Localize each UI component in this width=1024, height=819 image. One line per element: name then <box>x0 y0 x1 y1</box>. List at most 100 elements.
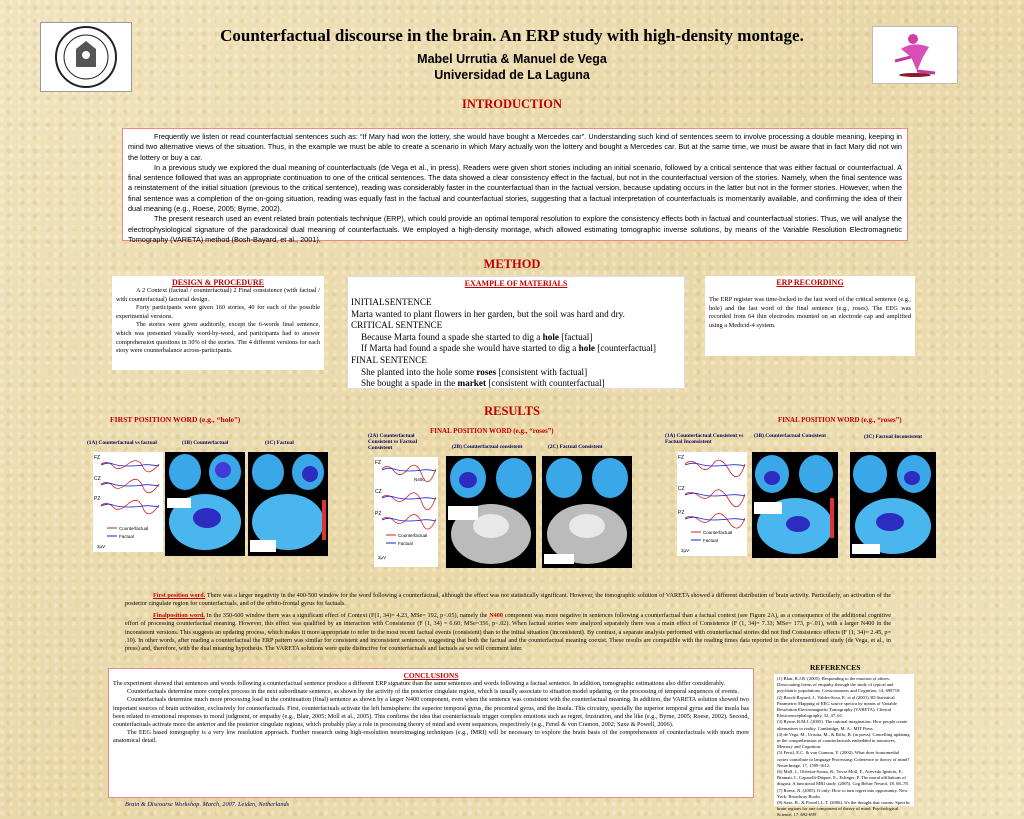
example-line: INITIALSENTENCE <box>351 297 681 309</box>
introduction-heading: INTRODUCTION <box>461 97 562 111</box>
legend-factual: Factual <box>703 538 718 543</box>
channel-label: CZ <box>375 489 382 495</box>
results-final-text-a: In the 350-600 window there was a signif… <box>204 611 490 619</box>
label-2a: (2A) Counterfactual Consistent vs Factua… <box>368 433 418 451</box>
example-line-keyword: roses <box>476 366 497 377</box>
brain-tomography-2b <box>446 456 536 568</box>
method-heading: METHOD <box>483 257 541 271</box>
results-text: First position word. There was a larger … <box>125 592 891 654</box>
example-line-text: CRITICAL SENTENCE <box>351 320 443 331</box>
design-box: DESIGN & PROCEDURE A 2 Context (factual … <box>112 276 324 370</box>
channel-label: PZ <box>678 510 684 516</box>
brain-tomography-3c <box>850 452 936 558</box>
channel-label: PZ <box>375 511 381 517</box>
intro-paragraph: Frequently we listen or read counterfact… <box>128 132 902 162</box>
conclusions-box: CONCLUSIONS The experiment showed that s… <box>108 668 754 798</box>
results-n400: N400 <box>489 611 503 619</box>
legend-counterfactual: Counterfactual <box>398 533 427 538</box>
channel-label: FZ <box>94 455 100 461</box>
conclusions-paragraph: The experiment showed that sentences and… <box>113 680 726 687</box>
channel-label: CZ <box>678 486 685 492</box>
poster-authors: Mabel Urrutia & Manuel de Vega <box>417 52 607 66</box>
channel-label: FZ <box>375 460 381 466</box>
label-3c: (3C) Factual Inconsistent <box>864 434 923 440</box>
design-heading: DESIGN & PROCEDURE <box>171 278 264 287</box>
label-1c: (1C) Factual <box>265 440 294 446</box>
design-paragraph: A 2 Context (factual / counterfactual) 2… <box>116 287 320 303</box>
brain-tomography-2c <box>542 456 632 568</box>
poster-title: Counterfactual discourse in the brain. A… <box>220 26 804 45</box>
example-line-text: FINAL SENTENCE <box>351 354 427 365</box>
design-paragraph: Forty participants were given 160 storie… <box>116 304 320 320</box>
references-box: (1) Blair, R.J.R. (2005). Responding to … <box>774 674 914 817</box>
erp-waveform-2a: FZ CZ PZ N400 Counterfactual Factual 2μV <box>374 457 438 567</box>
example-line: If Marta had found a spade she would hav… <box>351 343 681 355</box>
erp-heading: ERP RECORDING <box>776 278 844 287</box>
references-heading: REFERENCES <box>810 663 861 672</box>
example-line-keyword: hole <box>578 343 595 354</box>
conclusions-heading: CONCLUSIONS <box>403 671 459 680</box>
legend-factual: Factual <box>398 541 413 546</box>
channel-label: CZ <box>94 476 101 482</box>
conclusions-paragraph: Counterfactuals determine much more proc… <box>113 696 749 729</box>
channel-label: PZ <box>94 496 100 502</box>
label-2c: (2C) Factual Consistent <box>548 444 603 450</box>
reference-item: (6) Moll, J., Oliveira-Souza, R., Tovar … <box>777 769 909 787</box>
reference-item: (2) Bosch-Bayard, J., Valdes-Sosa, P., e… <box>777 694 897 719</box>
example-line-text: She planted into the hole some <box>361 366 477 377</box>
example-line-text: INITIALSENTENCE <box>351 297 432 307</box>
reference-item: (4) de Vega, M., Urrutia, M., & Riffo, B… <box>777 731 910 750</box>
reference-item: (5) Ferstl, E.C. & von Cramon, Y. (2002)… <box>777 750 910 768</box>
results-final-text-b: component was more negative in sentences… <box>125 611 891 653</box>
final-position-heading-mid: FINAL POSITION WORD (e.g., “roses”) <box>430 427 554 435</box>
label-1a: (1A) Counterfactual vs factual <box>87 440 157 446</box>
label-3a: (3A) Counterfactual Consistent vs Factua… <box>665 433 744 445</box>
conclusions-paragraph: Counterfactuals determine more complex p… <box>127 688 739 696</box>
results-final-lead: Finalposition word. <box>153 611 205 619</box>
example-line: Because Marta found a spade she started … <box>351 332 681 344</box>
reference-item: (7) Roese, N. (2005). If only: How to tu… <box>777 787 908 799</box>
n400-label: N400 <box>414 477 425 482</box>
example-line: CRITICAL SENTENCE <box>351 320 681 332</box>
example-line-keyword: market <box>457 378 487 389</box>
legend-counterfactual: Counterfactual <box>119 526 148 531</box>
intro-paragraph: In a previous study we explored the dual… <box>128 162 902 214</box>
brain-tomography-3b <box>752 452 838 558</box>
results-heading: RESULTS <box>484 404 540 418</box>
erp-box: ERP RECORDING The ERP register was time-… <box>705 276 915 356</box>
example-line: She planted into the hole some roses [co… <box>351 367 681 379</box>
channel-label: FZ <box>678 455 684 461</box>
university-seal-logo <box>40 22 132 92</box>
conclusions-paragraph: The EEG based tomography is a very low r… <box>113 729 749 745</box>
poster-institution: Universidad de La Laguna <box>434 68 590 82</box>
label-3b: (3B) Counterfactual Consistent <box>754 433 826 439</box>
legend-factual: Factual <box>119 534 134 539</box>
footer-text: Brain & Discourse Workshop. March, 2007.… <box>125 801 290 808</box>
example-line-condition: [consistent with counterfactual] <box>486 378 605 389</box>
design-paragraph: The stories were given auditorily, excep… <box>116 321 320 355</box>
example-line-text: Because Marta found a spade she started … <box>361 331 543 342</box>
example-line: FINAL SENTENCE <box>351 355 681 367</box>
example-line: She bought a spade in the market [consis… <box>351 378 681 390</box>
example-heading: EXAMPLE OF MATERIALS <box>464 279 568 288</box>
label-1b: (1B) Counterfactual <box>182 440 229 446</box>
final-position-heading-right: FINAL POSITION WORD (e.g., “roses”) <box>778 416 902 424</box>
example-line-keyword: hole <box>542 331 559 342</box>
label-2b: (2B) Counterfactual consistent <box>452 444 523 450</box>
example-line-condition: [counterfactual] <box>594 343 656 354</box>
example-line-condition: [factual] <box>559 331 593 342</box>
example-line-condition: [consistent with factual] <box>496 366 588 377</box>
example-line-text: Marta wanted to plant flowers in her gar… <box>351 308 625 319</box>
first-position-heading: FIRST POSITION WORD (e.g., “hole”) <box>110 415 241 424</box>
scale-label: 2μV <box>378 555 386 560</box>
example-line-text: If Marta had found a spade she would hav… <box>361 343 579 354</box>
brain-tomography-1b <box>165 452 245 556</box>
results-final-paragraph: Finalposition word. In the 350-600 windo… <box>125 612 891 654</box>
results-first-lead: First position word. <box>153 592 206 599</box>
dancer-logo <box>872 26 958 84</box>
erp-waveform-1a: FZ CZ PZ Counterfactual Factual 2μV <box>93 452 163 552</box>
reference-item: (1) Blair, R.J.R. (2005). Responding to … <box>777 676 901 694</box>
example-line-text: She bought a spade in the <box>361 378 458 389</box>
results-first-text: There was a larger negativity in the 400… <box>125 592 891 608</box>
